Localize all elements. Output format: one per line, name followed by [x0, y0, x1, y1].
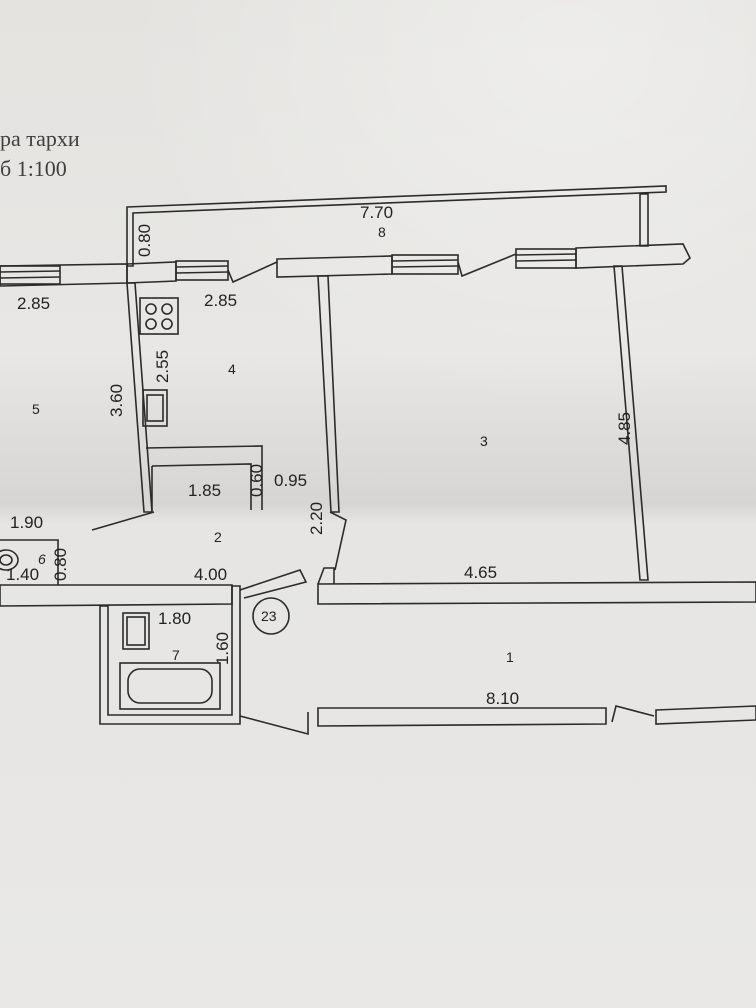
stove — [139, 297, 179, 335]
door-room1 — [239, 712, 309, 736]
wall-room3-right — [613, 265, 649, 581]
marker-23-label: 23 — [261, 608, 277, 624]
dim-door-width: 2.20 — [307, 501, 327, 536]
window-room3 — [391, 254, 459, 275]
room-label-4: 4 — [228, 361, 236, 377]
dim-bath-length: 1.60 — [213, 631, 233, 666]
exterior-wall-room3-left — [276, 255, 393, 278]
balcony-wall — [126, 185, 667, 267]
window-kitchen — [175, 260, 229, 281]
wall-corridor-top — [0, 584, 233, 607]
dim-balcony-width: 0.80 — [135, 223, 155, 258]
dim-room1-width: 8.10 — [486, 689, 520, 708]
wall-kitchen-room3 — [317, 275, 340, 513]
exterior-wall-left — [0, 263, 128, 287]
marker-circle — [252, 597, 290, 635]
dim-balcony-length: 7.70 — [360, 203, 394, 222]
wall-room1-bottom — [317, 707, 607, 727]
door-corridor — [329, 511, 347, 571]
wall-corridor-room1 — [317, 581, 756, 605]
door-room1-right — [611, 705, 655, 723]
balcony-door-kitchen — [227, 261, 278, 284]
dim-kitchen-width: 2.85 — [204, 291, 238, 310]
dim-bath-width: 1.80 — [158, 609, 192, 628]
bathroom-door — [239, 569, 308, 599]
dim-wc-width: 0.80 — [51, 547, 71, 582]
door-room2 — [91, 511, 155, 531]
dim-niche-depth: 0.60 — [247, 463, 267, 498]
dim-room5-length: 3.60 — [107, 383, 127, 418]
dim-hall-length: 4.00 — [194, 565, 228, 584]
toilet — [0, 549, 19, 571]
room-label-1: 1 — [506, 649, 514, 665]
room-label-6: 6 — [38, 551, 46, 567]
plan-title: ра тархи — [0, 126, 80, 151]
dim-room3-width: 4.65 — [464, 563, 498, 582]
wc-wall — [0, 539, 59, 585]
kitchen-niche — [145, 445, 263, 510]
bathroom-walls — [99, 585, 241, 725]
balcony-side-wall — [639, 193, 649, 247]
bathroom-sink — [122, 612, 150, 650]
room-label-5: 5 — [32, 401, 40, 417]
balcony-door-room3 — [457, 253, 517, 278]
plan-scale: б 1:100 — [0, 156, 67, 181]
room-label-8: 8 — [378, 224, 386, 240]
exterior-wall-mid — [126, 261, 177, 284]
window-room3-right — [515, 248, 577, 269]
window-left — [0, 265, 61, 285]
kitchen-sink — [142, 389, 168, 427]
room-label-2: 2 — [214, 529, 222, 545]
bathtub — [119, 662, 221, 710]
dim-corridor-width: 1.90 — [10, 513, 44, 532]
dim-niche-width: 1.85 — [188, 481, 222, 500]
room-label-7: 7 — [172, 647, 180, 663]
room-label-3: 3 — [480, 433, 488, 449]
dim-wc-length: 1.40 — [6, 565, 40, 584]
wall-room1-bottom-right — [655, 705, 756, 725]
dim-kitchen-length: 2.55 — [153, 349, 173, 384]
exterior-wall-right — [575, 243, 691, 269]
dim-room3-length: 4.85 — [615, 411, 635, 446]
dim-room5-width: 2.85 — [17, 294, 51, 313]
dim-wall-offset: 0.95 — [274, 471, 308, 490]
